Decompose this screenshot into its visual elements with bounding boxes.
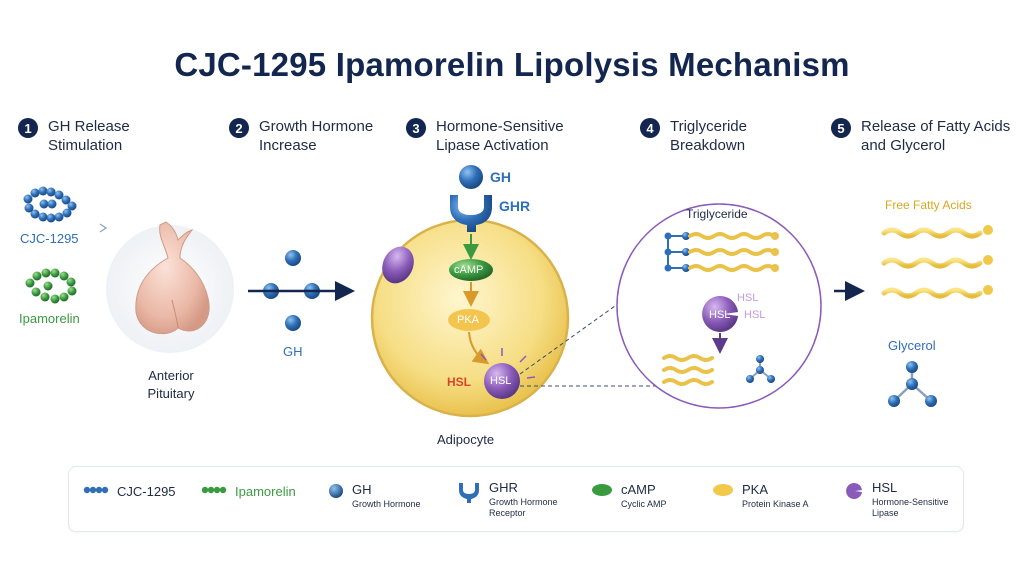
glycerol-label: Glycerol [888, 338, 936, 353]
step-4-text: Triglyceride Breakdown [670, 118, 747, 154]
gh-label: GH [283, 344, 303, 359]
ipamorelin-chain-icon [201, 486, 227, 494]
pka-oval-icon [448, 309, 490, 331]
legend-item-hsl: HSL Hormone-Sensitive Lipase [844, 481, 949, 519]
step-1-text: GH Release Stimulation [48, 118, 130, 154]
hsl-cell-label: HSL [490, 375, 512, 387]
legend-name-ghr: GHR [489, 480, 518, 495]
hsl-enzyme-zoom-icon [702, 296, 738, 332]
adipocyte-label: Adipocyte [437, 432, 495, 447]
legend-name-gh: GH [352, 482, 372, 497]
step-3: 3 Hormone-Sensitive Lipase Activation [406, 117, 564, 155]
ghr-label: GHR [499, 198, 531, 214]
step-5-number: 5 [831, 118, 851, 138]
hsl-activation-rays-icon [480, 348, 536, 379]
legend-item-cjc: CJC-1295 [83, 485, 176, 499]
step-5-text: Release of Fatty Acids and Glycerol [861, 118, 1011, 154]
legend-sub-gh: Growth Hormone [352, 499, 421, 509]
pka-label: PKA [457, 314, 480, 326]
ipamorelin-chain-icon [25, 268, 77, 304]
legend-sub-pka: Protein Kinase A [742, 499, 809, 509]
step-2-number: 2 [229, 118, 249, 138]
hsl-enzyme-cell-icon [484, 363, 520, 399]
ipamorelin-label: Ipamorelin [19, 311, 80, 326]
legend-sub-hsl: Hormone-Sensitive Lipase [872, 497, 949, 518]
cjc-1295-label: CJC-1295 [20, 231, 79, 246]
glycerol-small-icon [746, 355, 775, 383]
legend-name-ipamorelin: Ipamorelin [235, 484, 296, 499]
gh-top-label: GH [490, 169, 511, 185]
free-fatty-acids-icon [881, 225, 993, 299]
legend-name-camp: cAMP [621, 482, 656, 497]
legend-sub-ghr: Growth Hormone Receptor [489, 497, 558, 518]
anterior-pituitary-label: Anterior Pituitary [147, 368, 195, 401]
step-1-number: 1 [18, 118, 38, 138]
legend-item-ipamorelin: Ipamorelin [201, 485, 296, 499]
step-1: 1 GH Release Stimulation [18, 117, 130, 155]
gh-sphere-top-icon [459, 165, 483, 189]
legend-name-cjc: CJC-1295 [117, 484, 176, 499]
fatty-acids-products-icon [662, 354, 714, 386]
anterior-pituitary-icon [135, 221, 210, 335]
triglyceride-label: Triglyceride [686, 207, 748, 221]
camp-label: cAMP [454, 264, 484, 276]
legend-item-gh: GH Growth Hormone [328, 483, 421, 510]
hsl-zoom-faded-label-b: HSL [744, 309, 766, 321]
step-5: 5 Release of Fatty Acids and Glycerol [831, 117, 1010, 155]
hsl-outer-label: HSL [447, 375, 471, 389]
glycerol-icon [888, 361, 937, 407]
gh-sphere-icon [329, 484, 343, 498]
triglyceride-icon [664, 232, 779, 272]
step-4-number: 4 [640, 118, 660, 138]
free-fatty-acids-label: Free Fatty Acids [885, 198, 972, 212]
ghr-receptor-icon [450, 195, 492, 232]
cjc-1295-chain-icon [23, 186, 77, 223]
gh-molecules-icon [248, 250, 355, 331]
step-2: 2 Growth Hormone Increase [229, 117, 373, 155]
nucleus-icon [382, 246, 414, 284]
hsl-enzyme-icon [846, 483, 862, 499]
pka-oval-icon [713, 484, 733, 496]
step-4: 4 Triglyceride Breakdown [640, 117, 747, 155]
legend-item-camp: cAMP Cyclic AMP [591, 483, 667, 510]
cjc-chain-icon [83, 486, 109, 494]
camp-oval-icon [592, 484, 612, 496]
camp-oval-icon [449, 259, 493, 281]
small-pointer-icon [99, 223, 108, 233]
step-3-text: Hormone-Sensitive Lipase Activation [436, 118, 564, 154]
legend: CJC-1295 Ipamorelin GH Growth Hormone GH… [68, 466, 964, 532]
hsl-zoom-label: HSL [709, 309, 731, 321]
legend-item-ghr: GHR Growth Hormone Receptor [457, 481, 558, 519]
hsl-zoom-faded-label-a: HSL [737, 292, 759, 304]
ghr-receptor-icon [459, 483, 479, 503]
step-3-number: 3 [406, 118, 426, 138]
legend-name-pka: PKA [742, 482, 769, 497]
legend-name-hsl: HSL [872, 480, 898, 495]
legend-item-pka: PKA Protein Kinase A [712, 483, 809, 510]
step-2-text: Growth Hormone Increase [259, 118, 374, 154]
diagram-title: CJC-1295 Ipamorelin Lipolysis Mechanism [174, 46, 850, 83]
legend-sub-camp: Cyclic AMP [621, 499, 667, 509]
